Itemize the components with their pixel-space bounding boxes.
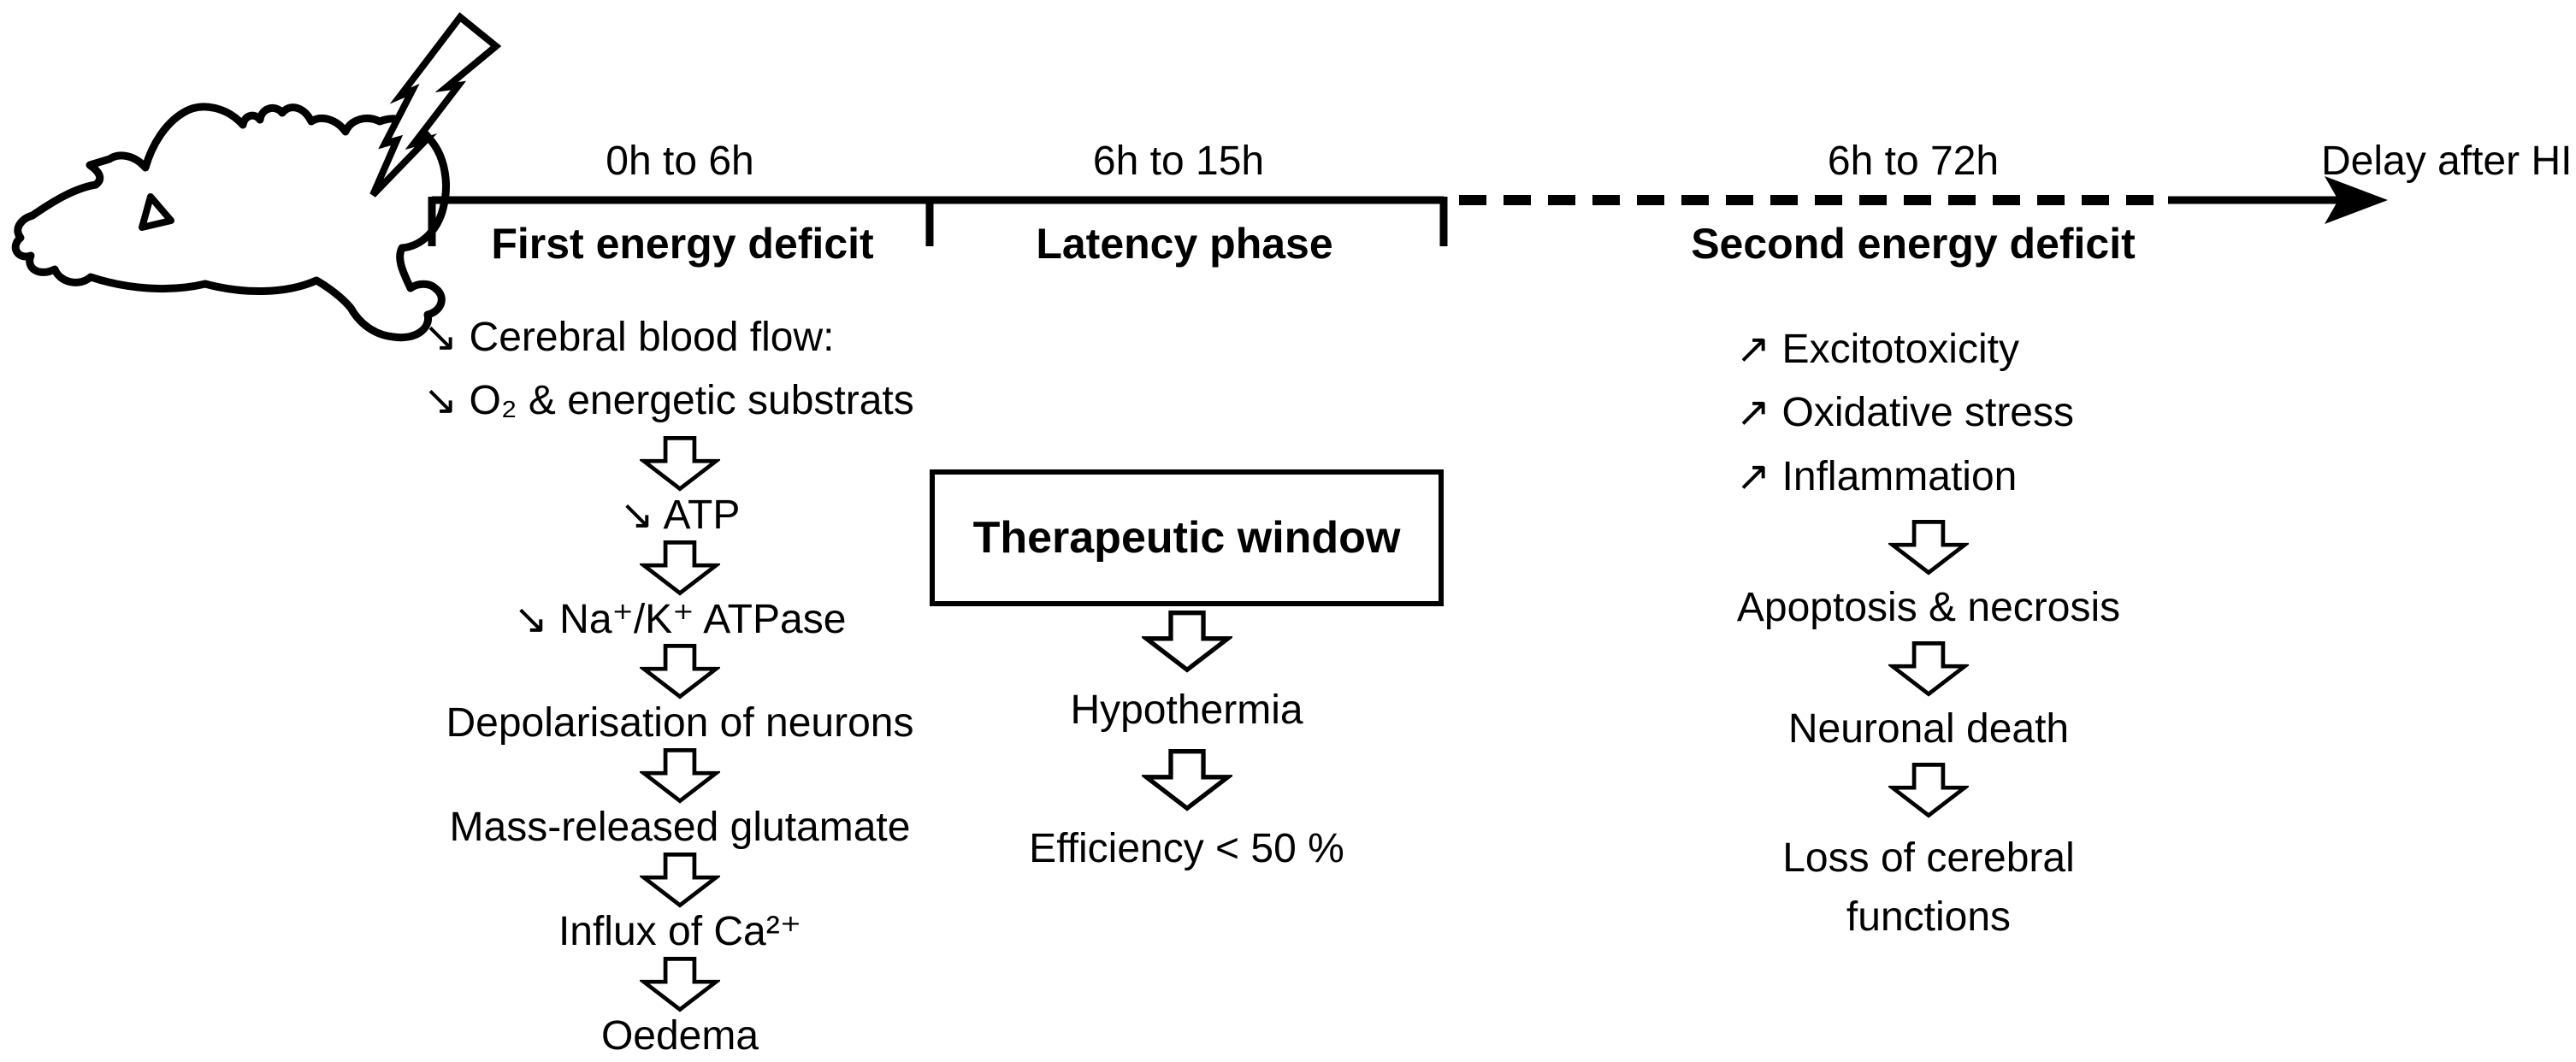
first-energy-deficit-column: ↘ Cerebral blood flow: ↘ O₂ & energetic … [389,306,971,1059]
down-block-arrow-icon [640,644,720,700]
therapeutic-window-label: Therapeutic window [972,513,1401,563]
time-label-6-15h: 6h to 15h [1092,139,1265,184]
down-block-arrow-icon [1888,762,1969,818]
latency-phase-column: Therapeutic window Hypothermia Efficienc… [930,469,1444,871]
cascade-line-excitotoxicity: ↗ Excitotoxicity [1736,327,2019,372]
cascade-step-na-k-atpase: ↘ Na⁺/K⁺ ATPase [513,596,847,642]
cascade-step-calcium-influx: Influx of Ca²⁺ [558,909,802,955]
time-label-0-6h: 0h to 6h [606,139,754,184]
cascade-intro-first: ↘ Cerebral blood flow: ↘ O₂ & energetic … [389,306,914,434]
phase-label-first-energy-deficit: First energy deficit [491,220,874,268]
phase-label-second-energy-deficit: Second energy deficit [1691,220,2136,268]
lightning-bolt-icon [369,12,502,198]
cascade-step-efficiency: Efficiency < 50 % [1029,825,1344,871]
cascade-step-loss-cerebral-functions: Loss of cerebral functions [1782,829,2075,947]
time-label-6-72h: 6h to 72h [1827,139,2000,184]
down-block-arrow-icon [1141,748,1232,811]
cascade-line-inflammation: ↗ Inflammation [1736,453,2018,499]
cascade-line-oxidative-stress: ↗ Oxidative stress [1736,390,2074,436]
cascade-line-o2-substrates: ↘ O₂ & energetic substrats [423,378,914,424]
timeline-arrowhead [2325,176,2388,224]
cascade-intro-second: ↗ Excitotoxicity ↗ Oxidative stress ↗ In… [1698,318,2074,509]
cascade-step-depolarisation: Depolarisation of neurons [446,700,914,746]
cascade-step-atp: ↘ ATP [619,492,741,538]
cascade-step-neuronal-death: Neuronal death [1787,706,2070,752]
down-block-arrow-icon [640,540,720,596]
down-block-arrow-icon [640,435,720,492]
axis-label-delay-after-hi: Delay after HI [2321,139,2573,184]
cascade-step-glutamate: Mass-released glutamate [449,805,911,851]
cascade-line-cerebral-blood-flow: ↘ Cerebral blood flow: [423,315,835,360]
down-block-arrow-icon [640,748,720,804]
loss-cerebral-line-1: Loss of cerebral [1782,835,2075,881]
cascade-step-apoptosis-necrosis: Apoptosis & necrosis [1736,585,2121,631]
second-energy-deficit-column: ↗ Excitotoxicity ↗ Oxidative stress ↗ In… [1698,318,2159,947]
cascade-step-hypothermia: Hypothermia [1070,687,1303,733]
down-block-arrow-icon [1888,641,1969,697]
cascade-step-oedema: Oedema [600,1012,759,1059]
therapeutic-window-box: Therapeutic window [930,469,1444,606]
timeline-axis [428,176,2388,246]
down-block-arrow-icon [640,853,720,908]
phase-label-latency-phase: Latency phase [1036,220,1333,268]
down-block-arrow-icon [1888,520,1969,575]
down-block-arrow-icon [640,956,720,1012]
infant-ear-mark [139,193,174,231]
down-block-arrow-icon [1141,611,1232,673]
loss-cerebral-line-2: functions [1846,894,2012,941]
